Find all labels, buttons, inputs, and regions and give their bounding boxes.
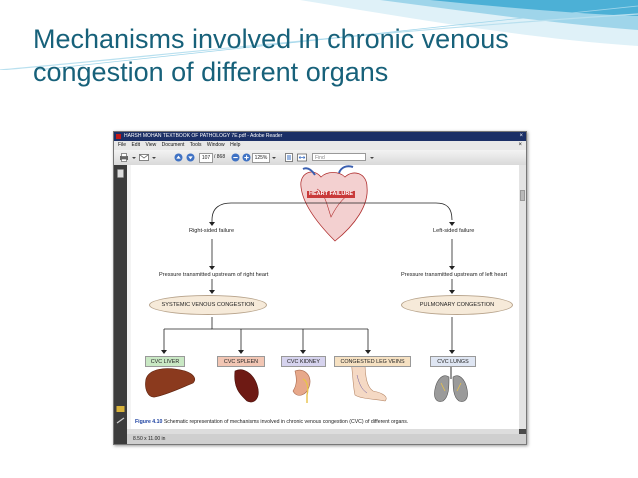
scroll-thumb[interactable] [520,190,525,201]
organ-box-liver: CVC LIVER [145,356,185,367]
fit-width-icon[interactable] [297,153,307,162]
menu-document[interactable]: Document [161,142,185,148]
left-sided-failure-label: Left-sided failure [433,228,475,234]
menu-window[interactable]: Window [206,142,225,148]
slide-title-line-1: Mechanisms involved in chronic venous [33,24,509,54]
organ-box-lungs: CVC LUNGS [430,356,476,367]
heart-failure-label: HEART FAILURE [307,191,355,198]
organ-box-leg-veins: CONGESTED LEG VEINS [334,356,411,367]
dropdown-icon[interactable] [131,153,137,162]
adobe-reader-window: HARSH MOHAN TEXTBOOK OF PATHOLOGY 7E.pdf… [113,131,527,445]
email-icon[interactable] [139,153,149,162]
systemic-venous-congestion-oval: SYSTEMIC VENOUS CONGESTION [149,295,267,315]
figure-caption-text: Schematic representation of mechanisms i… [163,419,409,425]
reader-title: HARSH MOHAN TEXTBOOK OF PATHOLOGY 7E.pdf… [124,133,283,139]
signature-icon[interactable] [116,417,125,425]
print-icon[interactable] [119,153,129,162]
pages-panel-icon[interactable] [117,169,124,178]
menu-help[interactable]: Help [230,142,241,148]
organ-box-spleen: CVC SPLEEN [217,356,265,367]
leg-veins-icon [350,360,387,402]
prev-page-icon[interactable] [174,153,183,162]
slide-title-line-2: congestion of different organs [33,57,389,87]
zoom-out-icon[interactable] [231,153,240,162]
menu-tools[interactable]: Tools [189,142,202,148]
horizontal-scrollbar[interactable] [127,429,519,434]
menu-file[interactable]: File [118,142,127,148]
window-close-icon[interactable]: × [519,133,523,139]
attachment-icon[interactable] [116,405,125,413]
decorative-swoosh [0,0,638,70]
menu-view[interactable]: View [145,142,157,148]
menu-edit[interactable]: Edit [131,142,141,148]
reader-titlebar: HARSH MOHAN TEXTBOOK OF PATHOLOGY 7E.pdf… [114,132,526,141]
figure-caption: Figure 4.10 Schematic representation of … [135,419,408,425]
zoom-in-icon[interactable] [242,153,251,162]
organ-box-kidney: CVC KIDNEY [281,356,326,367]
page-size-readout: 8.50 x 11.00 in [133,436,166,442]
spleen-icon [234,369,259,403]
document-area[interactable]: HEART FAILURE Right-sided failure Left-s… [127,165,519,429]
find-input[interactable]: Find [312,153,366,161]
dropdown-icon[interactable] [369,153,375,162]
fit-page-icon[interactable] [284,153,294,162]
reader-toolbar: 107 / 868 125% Find [114,150,526,166]
vertical-scrollbar[interactable] [519,165,526,429]
zoom-select[interactable]: 125% [252,153,270,163]
slide-title: Mechanisms involved in chronic venous co… [33,23,623,89]
figure-number: Figure 4.10 [135,419,163,425]
left-pressure-label: Pressure transmitted upstream of left he… [401,272,508,278]
adobe-reader-icon [116,134,121,139]
reader-statusbar: 8.50 x 11.00 in [127,434,526,444]
liver-icon [145,368,196,398]
page-number-input[interactable]: 107 [199,153,213,163]
document-close-icon[interactable]: × [518,142,522,148]
right-sided-failure-label: Right-sided failure [189,228,235,234]
pdf-page: HEART FAILURE Right-sided failure Left-s… [131,165,519,429]
pulmonary-congestion-oval: PULMONARY CONGESTION [401,295,513,315]
heart-icon [300,165,368,242]
navigation-panel [114,165,127,444]
dropdown-icon[interactable] [271,153,277,162]
right-pressure-label: Pressure transmitted upstream of right h… [159,272,269,278]
dropdown-icon[interactable] [151,153,157,162]
diagram-connectors [145,165,468,403]
lungs-icon [434,365,468,402]
kidney-icon [292,369,311,403]
page-total: / 868 [214,154,226,160]
next-page-icon[interactable] [186,153,195,162]
